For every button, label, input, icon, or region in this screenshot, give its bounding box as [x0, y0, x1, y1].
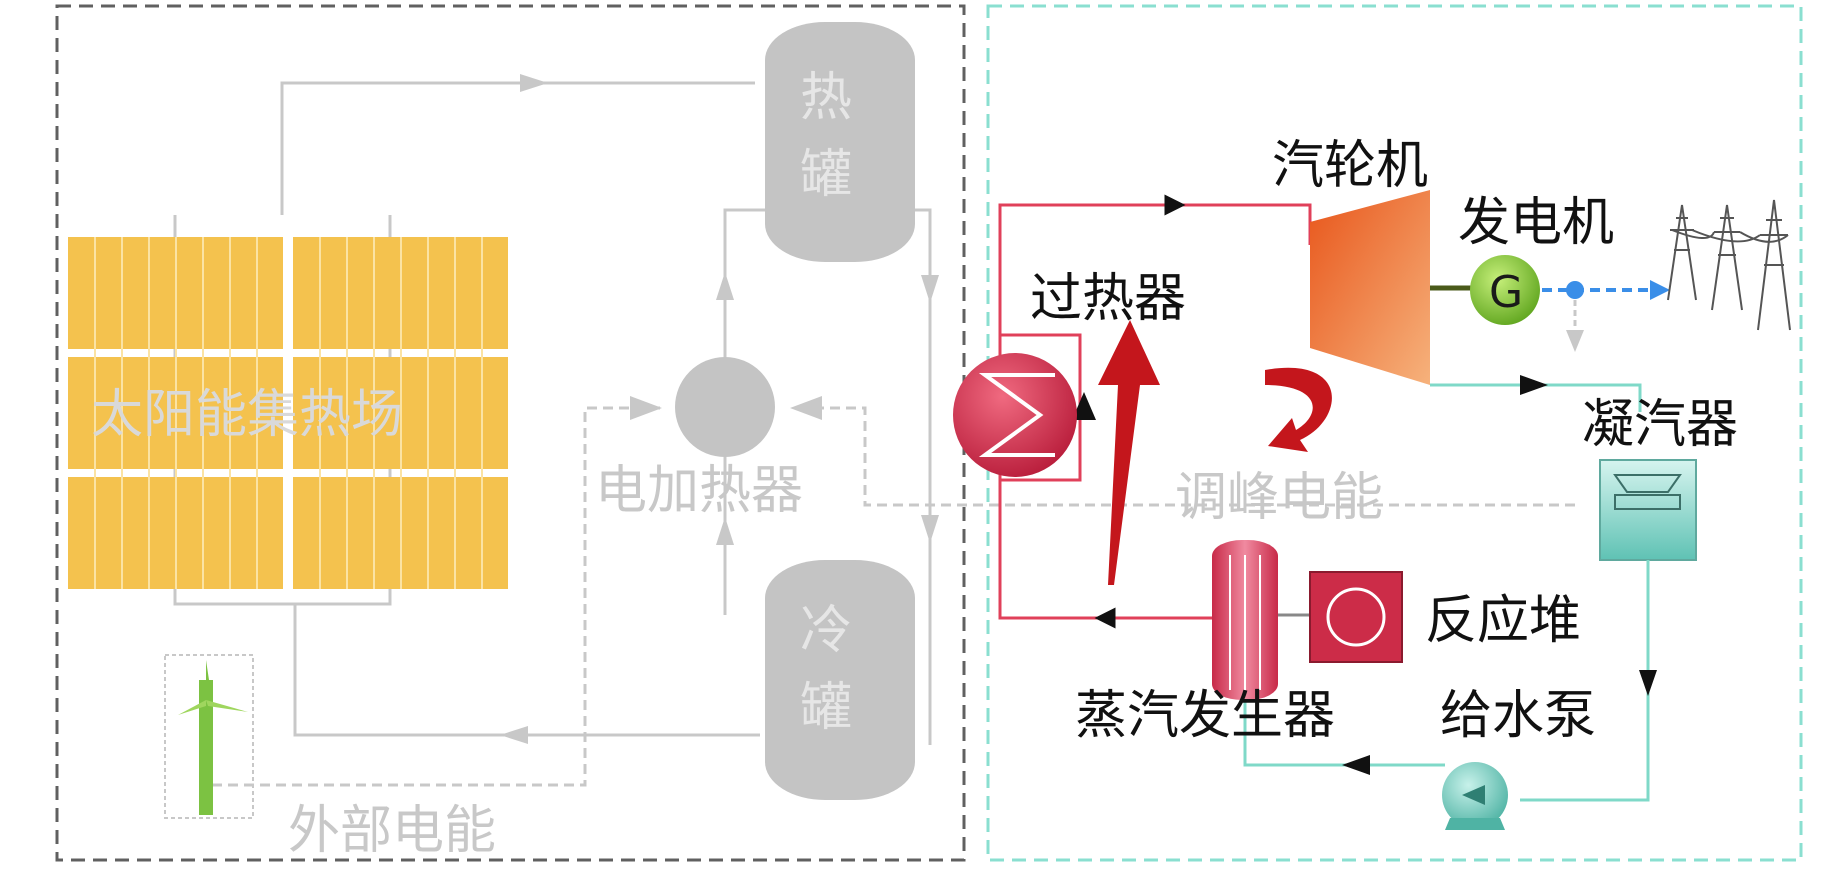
steam-generator-label: 蒸汽发生器 — [1075, 686, 1335, 746]
hot-tank — [765, 22, 915, 262]
superheater — [953, 353, 1077, 477]
transmission-tower-icon — [1667, 199, 1791, 331]
feedwater-arrow-down — [1639, 670, 1657, 696]
reactor — [1309, 571, 1403, 663]
generator — [1470, 255, 1540, 325]
condenser — [1599, 459, 1697, 561]
electric-heater — [675, 357, 775, 457]
generator-symbol: G — [1489, 267, 1523, 318]
external-power-label: 外部电能 — [288, 801, 496, 861]
peak-power-curved-arrow — [1265, 367, 1332, 452]
heat-storage-loop-arrows — [500, 74, 939, 744]
steam-generator — [1212, 540, 1278, 700]
superheater-inlet-arrow — [1072, 392, 1096, 420]
feedwater-loop-lines — [1243, 560, 1650, 802]
feedwater-arrow-left — [1342, 755, 1370, 775]
solar-field-label: 太阳能集热场 — [91, 385, 403, 445]
superheater-label: 过热器 — [1030, 269, 1186, 329]
generator-label: 发电机 — [1458, 193, 1614, 253]
hot-tank-label-1: 热 — [800, 68, 852, 128]
solar-collector-field — [68, 237, 508, 589]
feed-pump-label: 给水泵 — [1440, 686, 1596, 746]
heater-input-arrows — [630, 396, 822, 420]
peak-power-label: 调峰电能 — [1175, 468, 1383, 528]
turbine-label: 汽轮机 — [1272, 136, 1428, 196]
electric-heater-label: 电加热器 — [595, 461, 803, 521]
reactor-label: 反应堆 — [1425, 591, 1581, 651]
steam-turbine — [1310, 190, 1430, 385]
condenser-label: 凝汽器 — [1582, 395, 1738, 455]
power-output-line — [1542, 280, 1670, 352]
external-power-dashed-line — [212, 406, 1575, 787]
cold-tank-label-2: 罐 — [800, 678, 852, 738]
hot-tank-label-2: 罐 — [800, 145, 852, 205]
exhaust-arrow — [1520, 375, 1548, 395]
feed-water-pump — [1442, 762, 1508, 830]
cold-tank-label-1: 冷 — [800, 601, 852, 661]
cold-tank — [765, 560, 915, 800]
heat-input-arrow — [1098, 320, 1160, 585]
wind-turbine-icon — [164, 654, 254, 819]
exhaust-line — [1430, 383, 1642, 412]
